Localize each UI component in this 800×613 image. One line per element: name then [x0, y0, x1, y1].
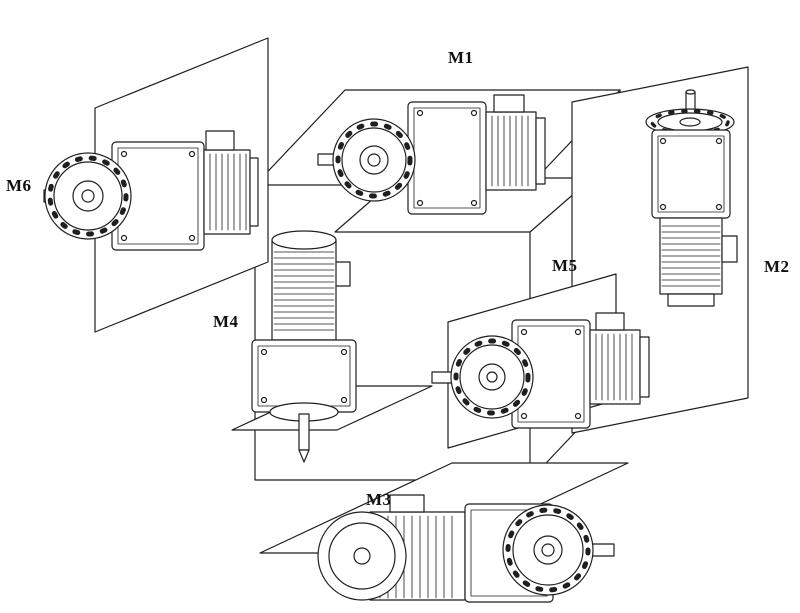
label-m1: M1 [448, 48, 474, 67]
m5-motor-endcap [639, 336, 650, 398]
m6-motor-body [203, 149, 251, 235]
m2-terminal-box [721, 235, 738, 263]
m3-motor-endcap [317, 511, 407, 601]
m6-terminal-box [205, 130, 235, 151]
m6-motor-endcap [249, 157, 259, 227]
label-m6: M6 [6, 176, 32, 195]
label-m3: M3 [366, 490, 392, 509]
m2-motor-fins [661, 225, 721, 287]
m4-shaft [298, 413, 310, 451]
m1-motor-fins [491, 115, 529, 187]
gearmotor-m4 [231, 230, 433, 463]
label-m4: M4 [213, 312, 239, 331]
gearmotor-m6 [43, 37, 269, 333]
m2-motor-endcap [667, 293, 715, 307]
m3-terminal-box [389, 494, 425, 513]
m4-motor-endcap [271, 230, 337, 250]
label-m5: M5 [552, 256, 578, 275]
m4-motor-fins [273, 251, 335, 331]
m1-motor-body [485, 111, 537, 191]
m5-motor-fins [595, 333, 633, 401]
gearmotor-m3 [259, 462, 629, 603]
m1-motor-endcap [535, 117, 546, 185]
m1-gearbox [407, 101, 487, 215]
m5-motor-body [589, 329, 641, 405]
m1-terminal-box [493, 94, 525, 113]
m4-shaft-tip [298, 449, 310, 463]
m5-shaft [431, 371, 453, 384]
label-m2: M2 [764, 257, 790, 276]
m5-terminal-box [595, 312, 625, 331]
gearmotor-m5 [431, 273, 650, 449]
m6-motor-fins [209, 153, 247, 231]
m4-motor-body [271, 239, 337, 341]
m4-gearbox [251, 339, 357, 413]
